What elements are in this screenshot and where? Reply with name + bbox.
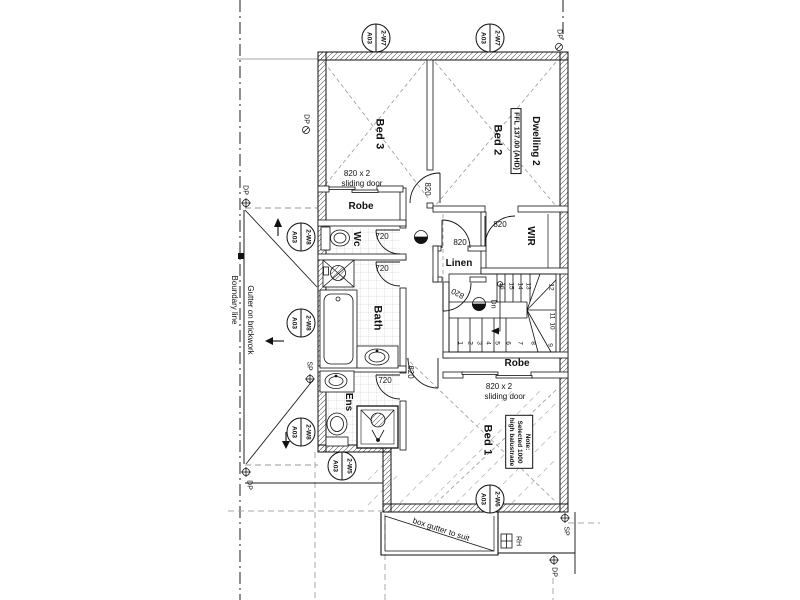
sliding-door-type-bed1: sliding door xyxy=(484,392,526,401)
deck-area xyxy=(238,207,383,484)
stair-tread-10: 10 xyxy=(548,322,556,330)
room-label-linen: Linen xyxy=(445,258,473,269)
boundary-line-label: Boundary line xyxy=(230,275,239,325)
room-label-bed2: Bed 2 xyxy=(491,124,504,156)
spout-label-deck: SP xyxy=(305,361,313,371)
stair-tread-2: 2 xyxy=(466,341,474,345)
stair-tread-13: 13 xyxy=(524,282,532,290)
stair-tread-1: 1 xyxy=(456,341,464,345)
room-label-robe-bed3: Robe xyxy=(348,201,374,212)
bathroom-fixtures xyxy=(319,226,399,449)
downpipe-label-deck-top: DP xyxy=(241,185,249,195)
stair-tread-6: 6 xyxy=(504,341,512,345)
downpipe-label-top-right: DP xyxy=(555,29,563,39)
room-label-bed3: Bed 3 xyxy=(373,118,386,150)
downpipe-symbols xyxy=(241,43,570,565)
door-size-ens: 720 xyxy=(378,376,392,385)
staircase xyxy=(448,273,557,353)
smoke-alarm-icon xyxy=(414,230,486,311)
door-size-bed1: 820 xyxy=(406,365,415,379)
stair-tread-11: 11 xyxy=(548,312,556,320)
downpipe-label-bottom-right: DP xyxy=(550,567,558,577)
balustrade-note-line3: high balustrade xyxy=(507,417,515,467)
ceiling-diagonals xyxy=(323,61,557,503)
rainhead-symbol xyxy=(500,533,513,549)
boundary-lines xyxy=(228,0,600,600)
gutter-note: Gutter on brickwork xyxy=(246,285,255,355)
sliding-door-size-bed3: 820 x 2 xyxy=(343,169,371,178)
room-label-bath: Bath xyxy=(371,305,384,331)
room-label-ens: Ens xyxy=(343,392,354,412)
downpipe-label-west-wall: DP xyxy=(302,114,310,124)
balustrade-note-line1: Note: xyxy=(524,433,532,451)
dwelling-label: Dwelling 2 xyxy=(530,116,541,166)
spout-label-bottom-right: SP xyxy=(562,526,570,536)
room-label-robe-bed1: Robe xyxy=(504,358,530,369)
balustrade-note-line2: Selected 1000 xyxy=(516,420,524,464)
exterior-walls xyxy=(317,51,569,513)
stair-down-label: Dn xyxy=(489,299,497,309)
stair-tread-3: 3 xyxy=(475,341,483,345)
stair-tread-8: 8 xyxy=(529,341,537,345)
balustrade-note: Note: Selected 1000 high balustrade xyxy=(504,414,534,470)
stair-tread-14: 14 xyxy=(516,282,524,290)
room-label-wc: Wc xyxy=(351,231,362,247)
ffl-label: FFL 137.00 (AHD) xyxy=(510,108,522,174)
rainhead-label: RH xyxy=(514,535,522,547)
box-gutter xyxy=(380,512,576,574)
door-size-bath: 720 xyxy=(375,264,389,273)
stair-tread-12: 12 xyxy=(547,283,555,291)
room-label-bed1: Bed 1 xyxy=(481,424,494,456)
door-size-wir: 820 xyxy=(493,220,507,229)
door-swings xyxy=(375,172,516,400)
door-size-lobby: 820 xyxy=(453,238,467,247)
sliding-door-type-bed3: sliding door xyxy=(341,179,383,188)
stair-tread-5: 5 xyxy=(493,341,501,345)
stair-tread-7: 7 xyxy=(516,341,524,345)
interior-walls xyxy=(317,59,569,451)
stair-tread-16: 16 xyxy=(498,282,506,290)
door-size-bed3: 820 xyxy=(423,182,432,196)
stair-tread-15: 15 xyxy=(507,282,515,290)
stair-tread-4: 4 xyxy=(484,341,492,345)
sliding-door-size-bed1: 820 x 2 xyxy=(485,382,513,391)
downpipe-label-deck-bottom: DP xyxy=(245,480,253,490)
door-size-wc: 720 xyxy=(375,232,389,241)
stair-tread-9: 9 xyxy=(546,343,554,347)
room-label-wir: WIR xyxy=(525,226,536,246)
